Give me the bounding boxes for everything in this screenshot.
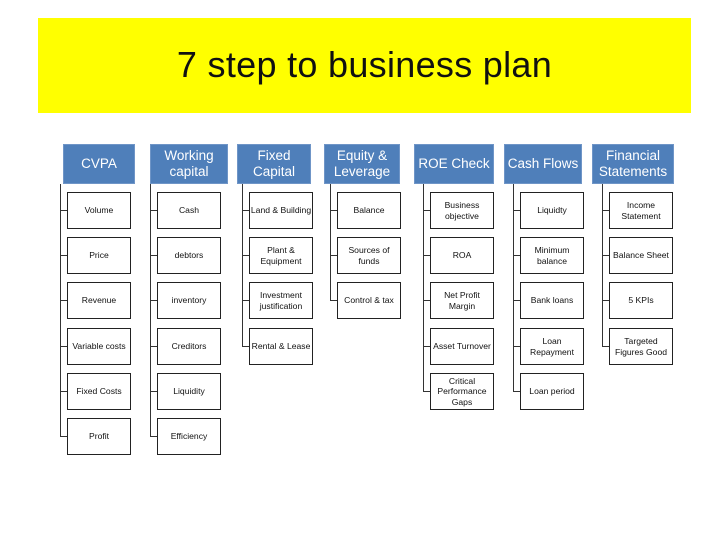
connector-branch xyxy=(242,300,249,301)
connector-branch xyxy=(513,255,520,256)
title-band: 7 step to business plan xyxy=(38,18,691,113)
connector-branch xyxy=(423,255,430,256)
connector-branch xyxy=(60,300,67,301)
connector-branch xyxy=(330,255,337,256)
step-item-box: Revenue xyxy=(67,282,131,319)
connector-branch xyxy=(60,346,67,347)
connector-branch xyxy=(423,210,430,211)
step-item-box: Loan Repayment xyxy=(520,328,584,365)
connector-branch xyxy=(602,255,609,256)
step-item-box: Income Statement xyxy=(609,192,673,229)
column-header: Working capital xyxy=(150,144,228,184)
step-item-box: Volume xyxy=(67,192,131,229)
connector-branch xyxy=(602,300,609,301)
column-header: Equity & Leverage xyxy=(324,144,400,184)
connector-line xyxy=(330,184,331,300)
step-item-box: Cash xyxy=(157,192,221,229)
connector-branch xyxy=(242,346,249,347)
connector-branch xyxy=(330,300,337,301)
step-item-box: Variable costs xyxy=(67,328,131,365)
connector-branch xyxy=(150,300,157,301)
column-header: Fixed Capital xyxy=(237,144,311,184)
column-header: Financial Statements xyxy=(592,144,674,184)
step-item-box: Price xyxy=(67,237,131,274)
step-item-box: Sources of funds xyxy=(337,237,401,274)
step-item-box: ROA xyxy=(430,237,494,274)
connector-branch xyxy=(513,300,520,301)
connector-branch xyxy=(423,300,430,301)
step-item-box: Bank loans xyxy=(520,282,584,319)
step-item-box: Net Profit Margin xyxy=(430,282,494,319)
step-item-box: Fixed Costs xyxy=(67,373,131,410)
step-item-box: Balance xyxy=(337,192,401,229)
connector-branch xyxy=(150,210,157,211)
step-item-box: inventory xyxy=(157,282,221,319)
step-item-box: Business objective xyxy=(430,192,494,229)
step-item-box: Rental & Lease xyxy=(249,328,313,365)
connector-branch xyxy=(60,255,67,256)
connector-branch xyxy=(242,255,249,256)
step-item-box: Efficiency xyxy=(157,418,221,455)
step-item-box: Minimum balance xyxy=(520,237,584,274)
step-item-box: Asset Turnover xyxy=(430,328,494,365)
column-header: CVPA xyxy=(63,144,135,184)
step-item-box: Profit xyxy=(67,418,131,455)
connector-branch xyxy=(423,391,430,392)
connector-branch xyxy=(150,391,157,392)
step-item-box: Control & tax xyxy=(337,282,401,319)
step-item-box: debtors xyxy=(157,237,221,274)
step-item-box: Critical Performance Gaps xyxy=(430,373,494,410)
connector-branch xyxy=(60,436,67,437)
connector-branch xyxy=(513,210,520,211)
connector-branch xyxy=(513,391,520,392)
connector-branch xyxy=(150,346,157,347)
connector-line xyxy=(242,184,243,346)
step-item-box: Balance Sheet xyxy=(609,237,673,274)
step-item-box: Plant & Equipment xyxy=(249,237,313,274)
connector-branch xyxy=(150,436,157,437)
column-header: ROE Check xyxy=(414,144,494,184)
connector-branch xyxy=(242,210,249,211)
connector-branch xyxy=(602,346,609,347)
step-item-box: Land & Building xyxy=(249,192,313,229)
column-header: Cash Flows xyxy=(504,144,582,184)
step-item-box: 5 KPIs xyxy=(609,282,673,319)
step-item-box: Liquidty xyxy=(520,192,584,229)
page-title: 7 step to business plan xyxy=(176,44,553,85)
connector-line xyxy=(602,184,603,346)
step-item-box: Liquidity xyxy=(157,373,221,410)
step-item-box: Investment justification xyxy=(249,282,313,319)
connector-line xyxy=(60,184,61,436)
step-item-box: Targeted Figures Good xyxy=(609,328,673,365)
connector-branch xyxy=(60,210,67,211)
connector-line xyxy=(150,184,151,436)
connector-branch xyxy=(602,210,609,211)
connector-branch xyxy=(423,346,430,347)
step-item-box: Loan period xyxy=(520,373,584,410)
connector-branch xyxy=(150,255,157,256)
connector-branch xyxy=(513,346,520,347)
connector-branch xyxy=(60,391,67,392)
connector-branch xyxy=(330,210,337,211)
connector-line xyxy=(423,184,424,391)
connector-line xyxy=(513,184,514,391)
step-item-box: Creditors xyxy=(157,328,221,365)
